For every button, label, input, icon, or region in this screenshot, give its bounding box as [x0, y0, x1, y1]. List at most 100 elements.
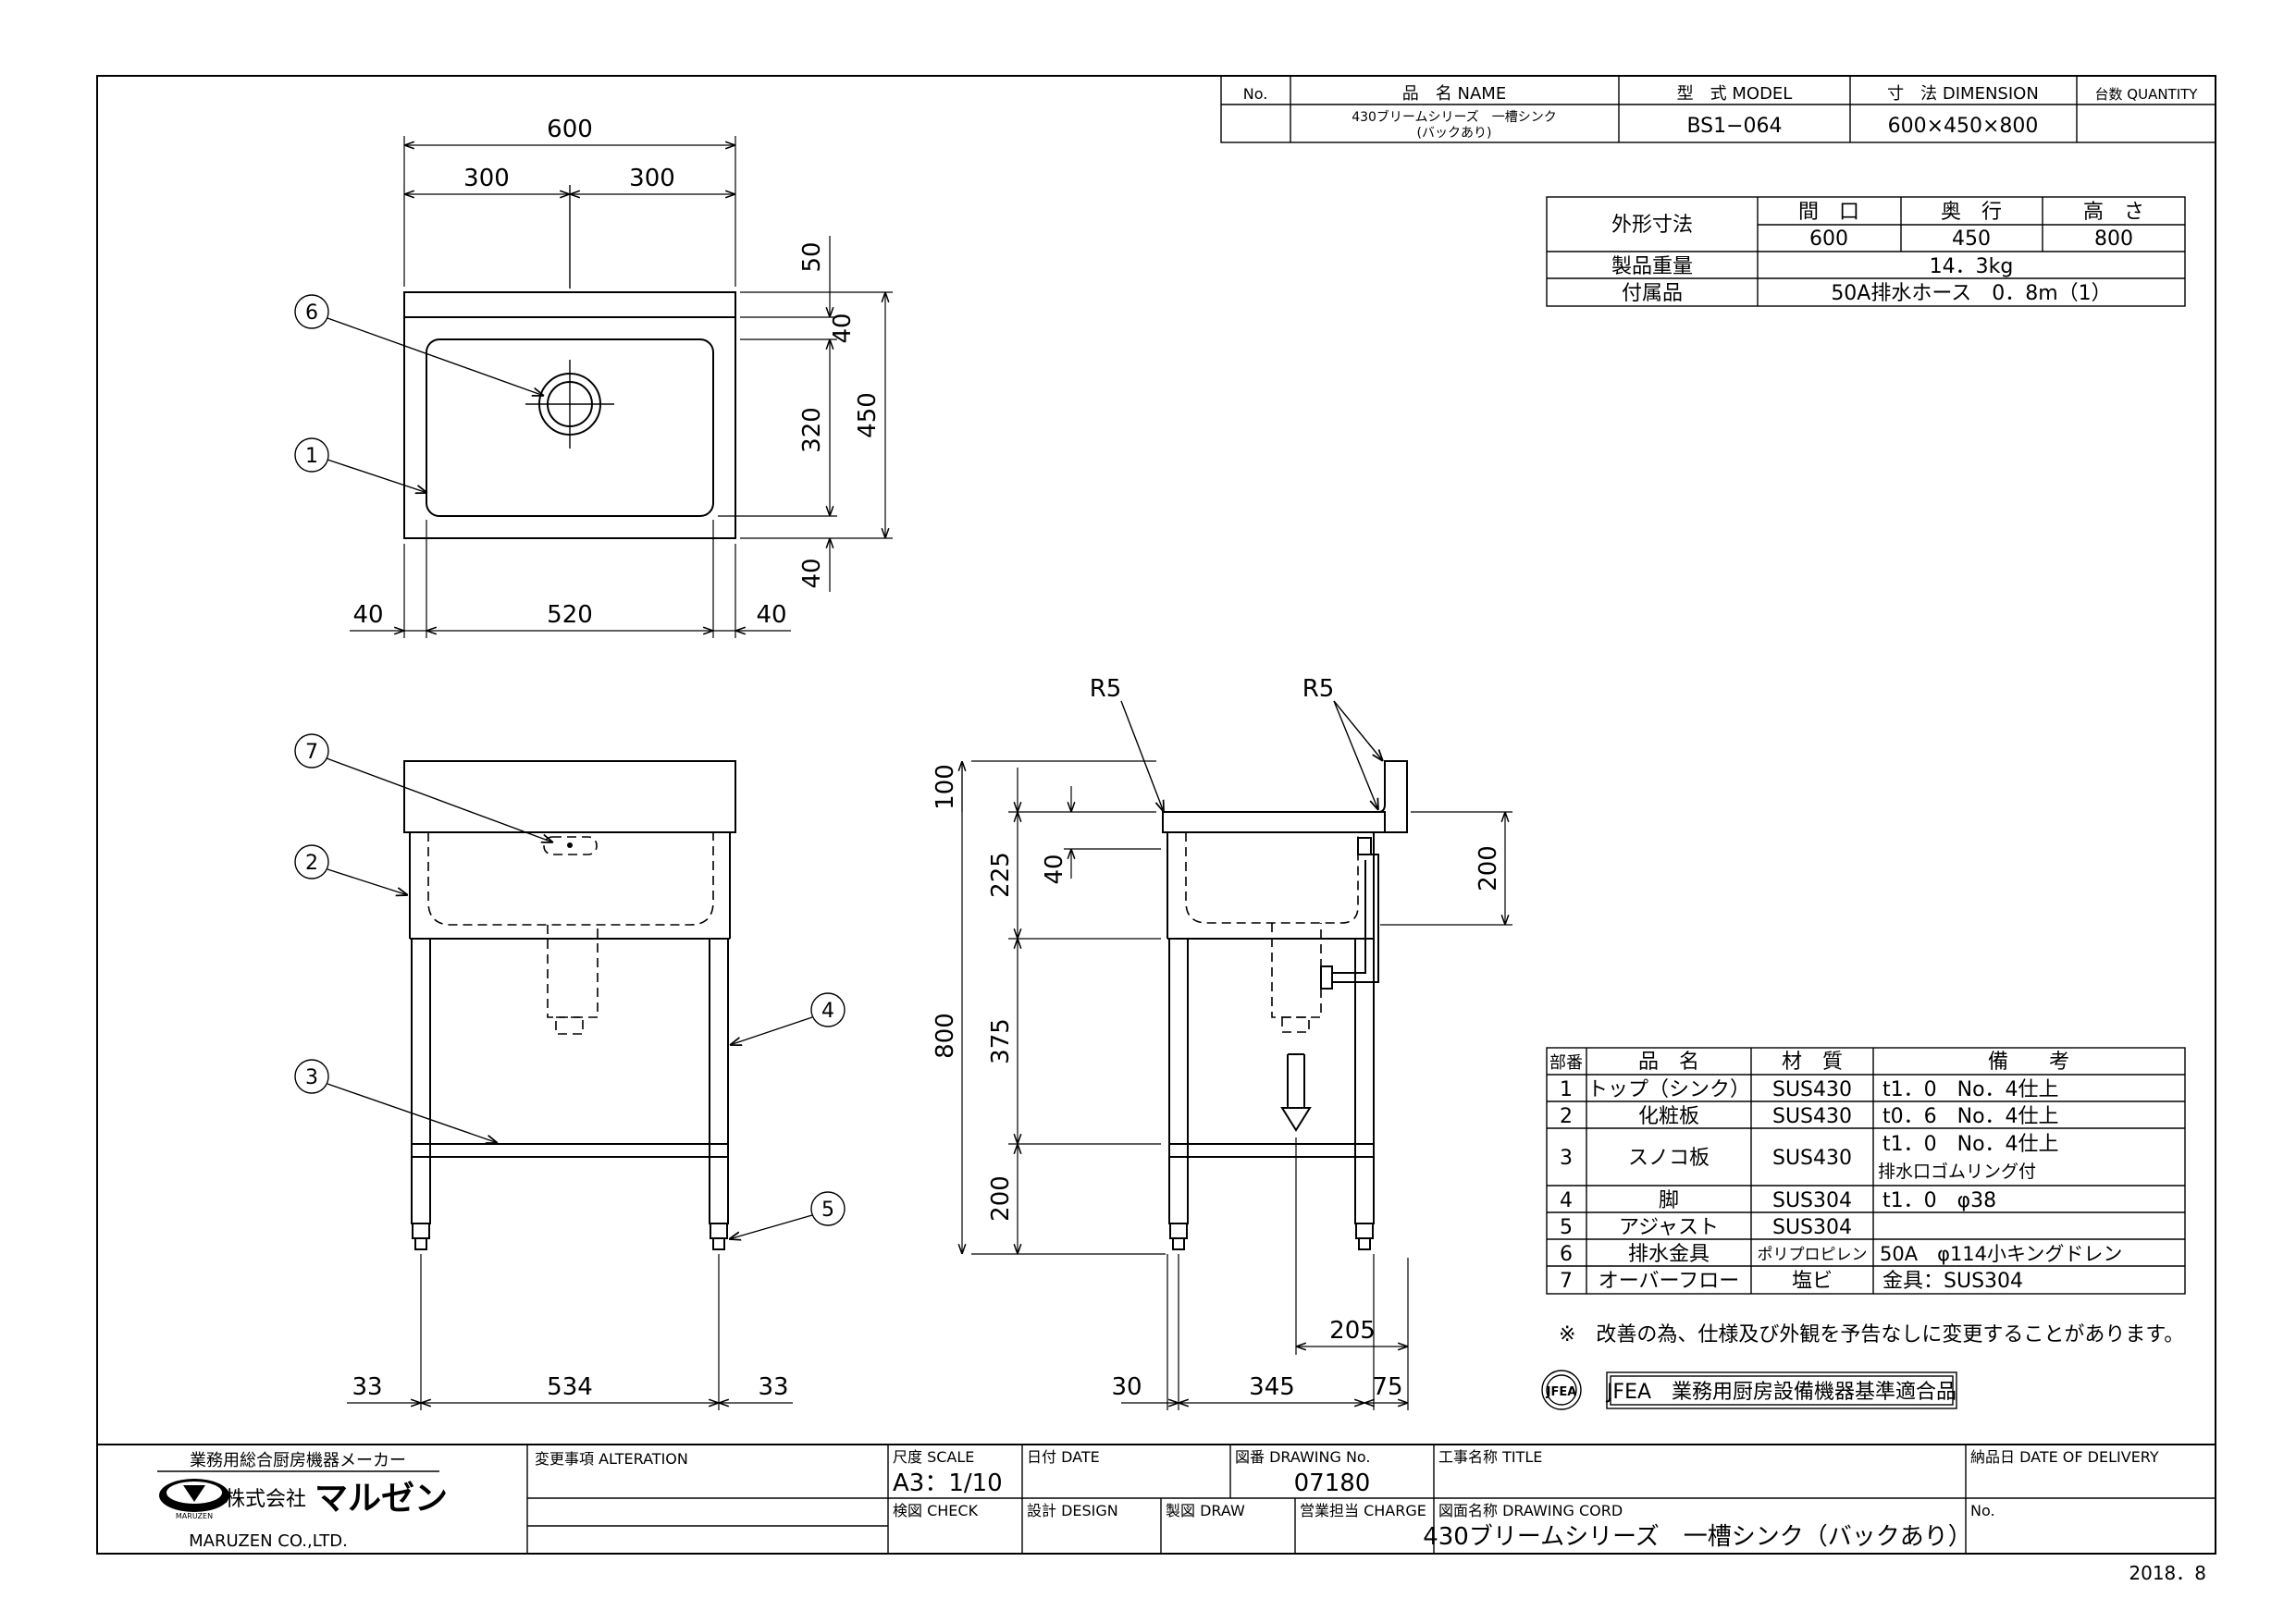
side-dim-overall: 800 — [932, 1013, 959, 1059]
part-4-note: t1．0 φ38 — [1882, 1189, 1996, 1212]
plan-dim-top: 50 — [798, 241, 826, 272]
footer-no-label: No. — [1970, 1502, 1995, 1519]
side-dim-foot-right: 75 — [1372, 1373, 1402, 1401]
part-7-note: 金具：SUS304 — [1882, 1270, 2023, 1293]
company-brand: マルゼン — [315, 1480, 448, 1518]
balloon-6: 6 — [294, 294, 544, 396]
svg-text:6: 6 — [305, 301, 318, 325]
front-view: 33 534 33 — [347, 760, 793, 1410]
svg-text:2: 2 — [305, 852, 318, 875]
part-1-no: 1 — [1560, 1078, 1573, 1101]
svg-text:1: 1 — [305, 445, 318, 468]
part-3-name: スノコ板 — [1628, 1147, 1710, 1170]
drawing-cord-label: 図面名称 DRAWING CORD — [1438, 1502, 1623, 1519]
sheet-border — [96, 75, 2216, 1555]
part-1-note: t1．0 No．4仕上 — [1882, 1078, 2059, 1101]
part-4-material: SUS304 — [1772, 1189, 1852, 1212]
side-dim-drain: 205 — [1329, 1317, 1376, 1345]
delivery-label: 納品日 DATE OF DELIVERY — [1970, 1448, 2159, 1466]
part-6-no: 6 — [1560, 1243, 1573, 1266]
model-header: 型 式 MODEL — [1677, 84, 1793, 104]
part-5-no: 5 — [1560, 1216, 1573, 1239]
spec-depth: 450 — [1952, 227, 1991, 251]
product-dimension: 600×450×800 — [1888, 115, 2039, 138]
spec-height: 800 — [2094, 227, 2133, 251]
part-5-material: SUS304 — [1772, 1216, 1852, 1239]
charge-label: 営業担当 CHARGE — [1300, 1502, 1426, 1519]
logo-text: MARUZEN — [176, 1512, 213, 1520]
spec-width: 600 — [1809, 227, 1848, 251]
part-3-no: 3 — [1560, 1147, 1573, 1170]
side-dim-back: 100 — [932, 764, 959, 810]
plan-dim-left: 40 — [352, 601, 383, 629]
alteration-label: 変更事項 ALTERATION — [535, 1450, 688, 1468]
date-label: 日付 DATE — [1027, 1448, 1100, 1466]
col-width-label: 間 口 — [1798, 201, 1859, 224]
jfea-mark: JFEA JFEA 業務用厨房設備機器基準適合品 — [1541, 1370, 1957, 1410]
plan-dim-front: 40 — [798, 558, 826, 588]
issue-date: 2018．8 — [2129, 1562, 2206, 1584]
part-2-material: SUS430 — [1772, 1105, 1852, 1128]
product-name-line2: (バックあり) — [1417, 126, 1492, 141]
plan-dim-overall: 600 — [547, 116, 593, 143]
svg-text:4: 4 — [821, 1000, 834, 1023]
balloon-3: 3 — [294, 1059, 498, 1143]
part-6-note: 50A φ114小キングドレン — [1880, 1243, 2122, 1265]
svg-text:7: 7 — [305, 741, 318, 764]
notice-text: ※ 改善の為、仕様及び外観を予告なしに変更することがあります。 — [1559, 1323, 2184, 1346]
part-6-name: 排水金具 — [1628, 1243, 1710, 1266]
product-name-line1: 430ブリームシリーズ 一槽シンク — [1352, 109, 1557, 125]
plan-dim-half-right: 300 — [629, 165, 675, 192]
side-dim-overflow: 200 — [1475, 845, 1502, 891]
plan-dim-back: 40 — [829, 313, 857, 343]
plan-dim-bowl-width: 520 — [547, 601, 593, 629]
company-prefix: 株式会社 — [225, 1488, 306, 1511]
balloon-2: 2 — [294, 844, 408, 895]
front-dim-left: 33 — [352, 1373, 382, 1401]
side-dim-span: 345 — [1249, 1373, 1295, 1401]
jfea-logo-text: JFEA — [1546, 1385, 1577, 1399]
part-3-note: t1．0 No．4仕上 — [1882, 1133, 2059, 1156]
drawing-no: 07180 — [1294, 1469, 1371, 1497]
side-dim-lip: 40 — [1041, 854, 1068, 884]
balloon-7: 7 — [294, 733, 553, 842]
plan-dim-depth: 450 — [854, 392, 882, 438]
side-r-left: R5 — [1090, 675, 1122, 703]
design-label: 設計 DESIGN — [1027, 1502, 1118, 1519]
scale-value: A3：1/10 — [893, 1469, 1003, 1497]
side-dim-mid: 375 — [987, 1018, 1015, 1064]
balloon-4: 4 — [730, 992, 846, 1045]
footer-block: 業務用総合厨房機器メーカー MARUZEN 株式会社 マルゼン MARUZEN … — [97, 1444, 2216, 1554]
maker-caption: 業務用総合厨房機器メーカー — [190, 1451, 406, 1470]
drawing-no-label: 図番 DRAWING No. — [1235, 1448, 1371, 1466]
col-depth-label: 奥 行 — [1941, 201, 2002, 224]
balloon-5: 5 — [729, 1191, 846, 1239]
part-2-name: 化粧板 — [1638, 1105, 1699, 1128]
part-1-material: SUS430 — [1772, 1078, 1852, 1101]
outer-dim-label: 外形寸法 — [1611, 214, 1693, 237]
plan-view: 600 300 300 40 520 40 50 40 320 450 40 — [350, 116, 893, 638]
no-header: No. — [1243, 85, 1268, 103]
jfea-text: JFEA 業務用厨房設備機器基準適合品 — [1605, 1381, 1957, 1404]
parts-header-note: 備 考 — [1988, 1051, 2069, 1074]
accessory-label: 付属品 — [1622, 282, 1683, 305]
part-2-no: 2 — [1560, 1105, 1573, 1128]
part-5-name: アジャスト — [1619, 1216, 1719, 1239]
part-6-material: ポリプロピレン — [1758, 1246, 1868, 1264]
plan-dim-half-left: 300 — [463, 165, 510, 192]
front-dim-right: 33 — [758, 1373, 788, 1401]
maruzen-logo: MARUZEN — [159, 1479, 229, 1520]
parts-table: 部番 品 名 材 質 備 考 1 トップ（シンク） SUS430 t1．0 No… — [1546, 1047, 2186, 1295]
name-header: 品 名 NAME — [1402, 84, 1506, 104]
front-dim-span: 534 — [547, 1373, 593, 1401]
side-dim-bottom: 200 — [987, 1175, 1015, 1222]
part-4-name: 脚 — [1659, 1189, 1679, 1212]
part-4-no: 4 — [1560, 1189, 1573, 1212]
title-block: No. 品 名 NAME 型 式 MODEL 寸 法 DIMENSION 台数 … — [1220, 75, 2216, 143]
part-1-name: トップ（シンク） — [1587, 1078, 1750, 1101]
part-2-note: t0．6 No．4仕上 — [1882, 1105, 2059, 1128]
weight-value: 14．3kg — [1930, 255, 2014, 278]
part-7-name: オーバーフロー — [1599, 1270, 1739, 1293]
weight-label: 製品重量 — [1611, 255, 1693, 278]
parts-header-material: 材 質 — [1782, 1051, 1843, 1074]
